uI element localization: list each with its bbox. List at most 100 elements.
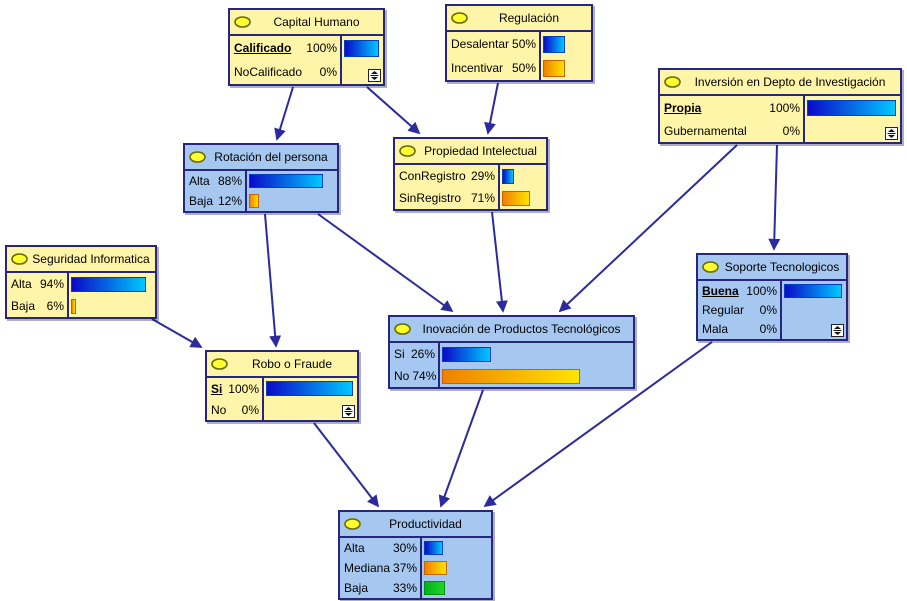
state-row-incentivar[interactable]: Incentivar 50% xyxy=(447,56,541,80)
probability-bar xyxy=(71,298,76,314)
edge-soporte-tecnologicos-to-productividad[interactable] xyxy=(483,341,713,508)
node-ellipse-icon xyxy=(11,253,28,265)
node-title-bar[interactable]: Inovación de Productos Tecnológicos xyxy=(390,317,633,343)
node-title: Capital Humano xyxy=(273,15,360,29)
state-probability: 0% xyxy=(759,322,777,337)
node-title-bar[interactable]: Productividad xyxy=(340,512,491,538)
edge-robo-o-fraude-to-productividad[interactable] xyxy=(313,422,380,508)
state-probability: 0% xyxy=(319,65,337,79)
node-spinner-widget[interactable] xyxy=(885,127,898,140)
state-probability: 29% xyxy=(470,169,495,183)
state-label: Regular xyxy=(702,302,745,317)
edge-propiedad-intelectual-to-inovacion-productos-tecnologicos[interactable] xyxy=(491,211,508,313)
probability-bar-cell xyxy=(500,187,546,209)
node-ellipse-icon xyxy=(234,16,251,28)
node-title-bar[interactable]: Inversión en Depto de Investigación xyxy=(660,70,900,96)
state-probability: 50% xyxy=(511,61,536,75)
node-title: Propiedad Intelectual xyxy=(424,144,537,158)
probability-bar xyxy=(344,39,379,57)
probability-bar xyxy=(442,368,581,384)
state-label: Buena xyxy=(702,283,739,298)
state-probability: 71% xyxy=(470,191,495,205)
state-label: Mala xyxy=(702,322,729,337)
probability-bar-cell xyxy=(805,96,900,119)
probability-bar xyxy=(266,381,353,396)
edge-rotacion-del-persona-to-robo-o-fraude[interactable] xyxy=(264,213,282,348)
state-row-mala[interactable]: Mala 0% xyxy=(698,319,782,339)
node-spinner-widget[interactable] xyxy=(368,69,381,82)
state-label: Alta xyxy=(11,277,32,291)
edge-rotacion-del-persona-to-inovacion-productos-tecnologicos[interactable] xyxy=(317,213,454,313)
node-title-bar[interactable]: Propiedad Intelectual xyxy=(395,139,546,165)
node-title-bar[interactable]: Capital Humano xyxy=(230,10,383,36)
node-title-bar[interactable]: Regulación xyxy=(447,6,591,32)
probability-bar-cell xyxy=(782,300,846,319)
probability-bar-cell xyxy=(422,538,491,558)
state-probability: 50% xyxy=(512,37,537,51)
state-probability: 100% xyxy=(769,100,800,115)
probability-bar-cell xyxy=(541,32,591,56)
node-title-bar[interactable]: Soporte Tecnologicos xyxy=(698,255,846,281)
probability-bar-cell xyxy=(500,165,546,187)
node-spinner-widget[interactable] xyxy=(342,405,355,418)
probability-bar-cell xyxy=(247,171,337,191)
probability-bar-cell xyxy=(782,281,846,300)
state-probability: 100% xyxy=(746,283,777,298)
edge-regulacion-to-propiedad-intelectual[interactable] xyxy=(484,82,499,135)
node-title: Soporte Tecnologicos xyxy=(724,260,840,274)
node-title: Inovación de Productos Tecnológicos xyxy=(422,322,621,336)
probability-bar xyxy=(249,194,260,208)
state-label: Alta xyxy=(189,174,210,188)
state-label: Alta xyxy=(344,541,365,555)
node-title-bar[interactable]: Seguridad Informatica xyxy=(7,247,155,273)
edge-inovacion-productos-tecnologicos-to-productividad[interactable] xyxy=(438,389,484,508)
edge-capital-humano-to-rotacion-del-persona[interactable] xyxy=(274,86,294,141)
state-label: Gubernamental xyxy=(664,123,747,138)
node-title: Inversión en Depto de Investigación xyxy=(694,75,886,89)
node-title-bar[interactable]: Robo o Fraude xyxy=(207,352,357,378)
edge-inversion-depto-investigacion-to-soporte-tecnologicos[interactable] xyxy=(768,144,781,251)
node-title: Regulación xyxy=(498,11,560,25)
node-title: Robo o Fraude xyxy=(251,357,333,371)
node-spinner-widget[interactable] xyxy=(831,324,844,337)
edge-capital-humano-to-propiedad-intelectual[interactable] xyxy=(366,86,421,135)
node-title: Seguridad Informatica xyxy=(32,252,150,266)
edge-inversion-depto-investigacion-to-inovacion-productos-tecnologicos[interactable] xyxy=(558,144,738,313)
state-row-buena[interactable]: Buena 100% xyxy=(698,281,782,301)
state-label: Incentivar xyxy=(451,61,504,75)
edge-seguridad-informatica-to-robo-o-fraude[interactable] xyxy=(151,318,203,348)
node-title-bar[interactable]: Rotación del persona xyxy=(185,145,337,171)
